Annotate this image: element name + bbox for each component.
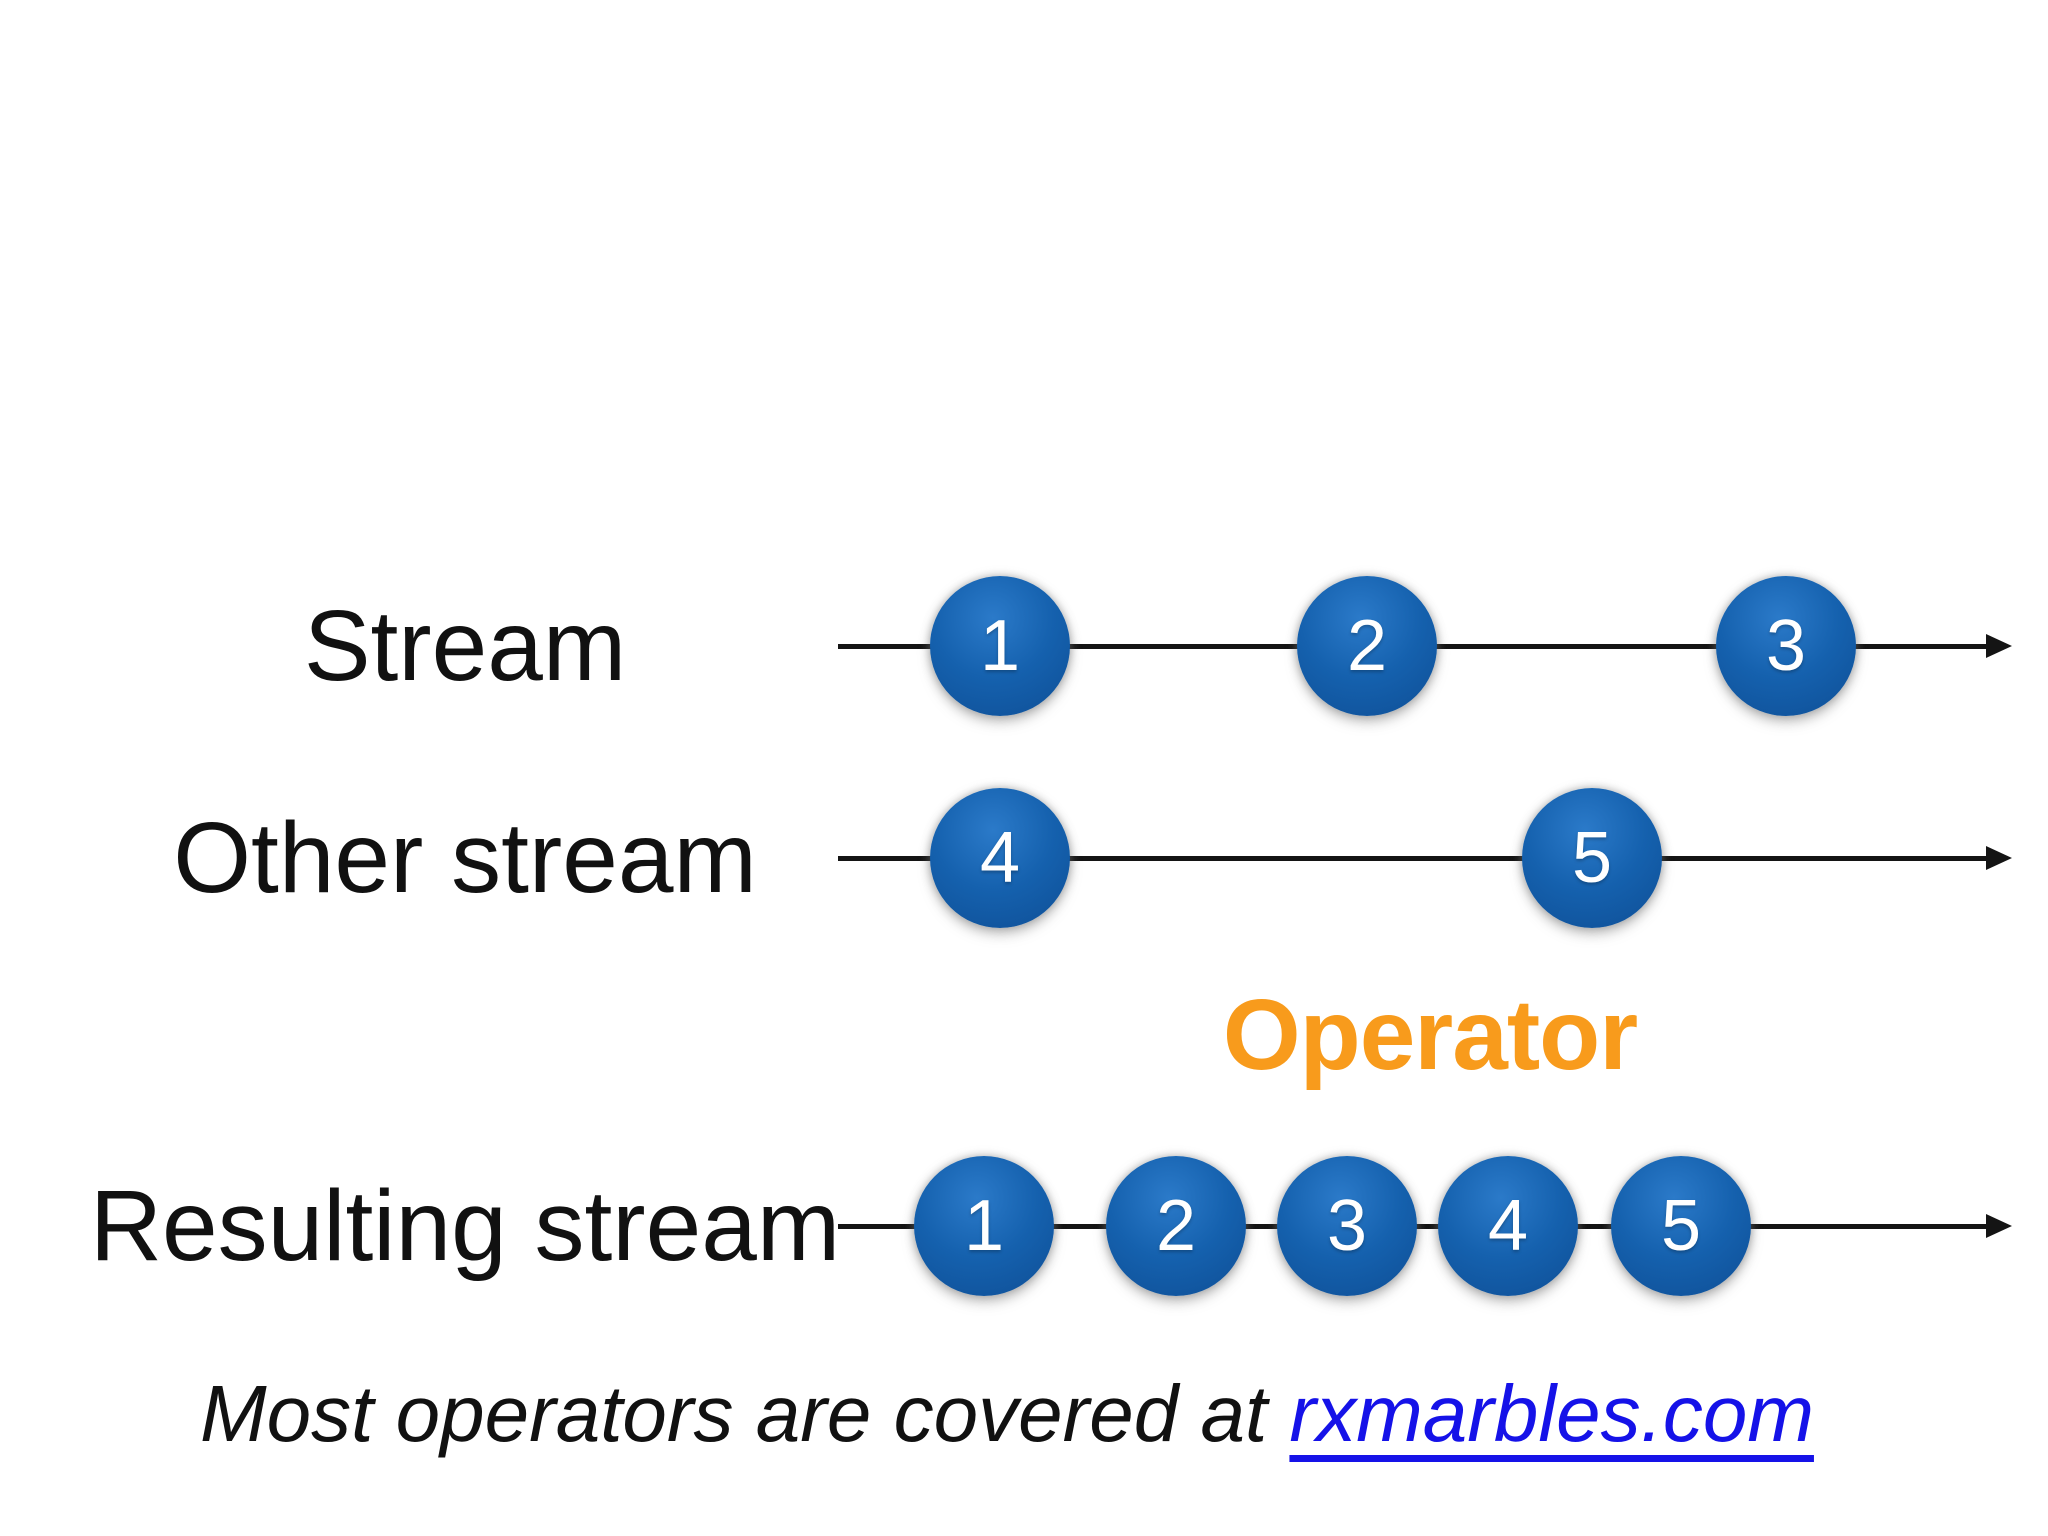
marble-3: 3	[1716, 576, 1856, 716]
result-marble-4: 4	[1438, 1156, 1578, 1296]
marble-value: 1	[979, 606, 1021, 686]
other-stream-timeline	[838, 856, 1990, 861]
arrow-right-icon	[1986, 634, 2012, 658]
result-marble-5: 5	[1611, 1156, 1751, 1296]
marble-1: 1	[930, 576, 1070, 716]
marble-value: 4	[1487, 1186, 1529, 1266]
arrow-right-icon	[1986, 1214, 2012, 1238]
marble-4: 4	[930, 788, 1070, 928]
result-marble-1: 1	[914, 1156, 1054, 1296]
footer-prefix: Most operators are covered at	[200, 1369, 1290, 1458]
marble-2: 2	[1297, 576, 1437, 716]
marble-value: 5	[1660, 1186, 1702, 1266]
operator-title: Operator	[1222, 979, 1638, 1091]
rxmarbles-link[interactable]: rxmarbles.com	[1289, 1369, 1814, 1458]
resulting-stream-label: Resulting stream	[89, 1170, 841, 1282]
footer-text: Most operators are covered at rxmarbles.…	[200, 1368, 1814, 1460]
marble-5: 5	[1522, 788, 1662, 928]
marble-value: 5	[1571, 818, 1613, 898]
marble-value: 3	[1765, 606, 1807, 686]
other-stream-label: Other stream	[173, 802, 757, 914]
marble-value: 2	[1346, 606, 1388, 686]
arrow-right-icon	[1986, 846, 2012, 870]
stream-label: Stream	[303, 590, 627, 702]
marble-value: 2	[1155, 1186, 1197, 1266]
result-marble-2: 2	[1106, 1156, 1246, 1296]
marble-value: 1	[963, 1186, 1005, 1266]
result-marble-3: 3	[1277, 1156, 1417, 1296]
marble-value: 3	[1326, 1186, 1368, 1266]
marble-value: 4	[979, 818, 1021, 898]
